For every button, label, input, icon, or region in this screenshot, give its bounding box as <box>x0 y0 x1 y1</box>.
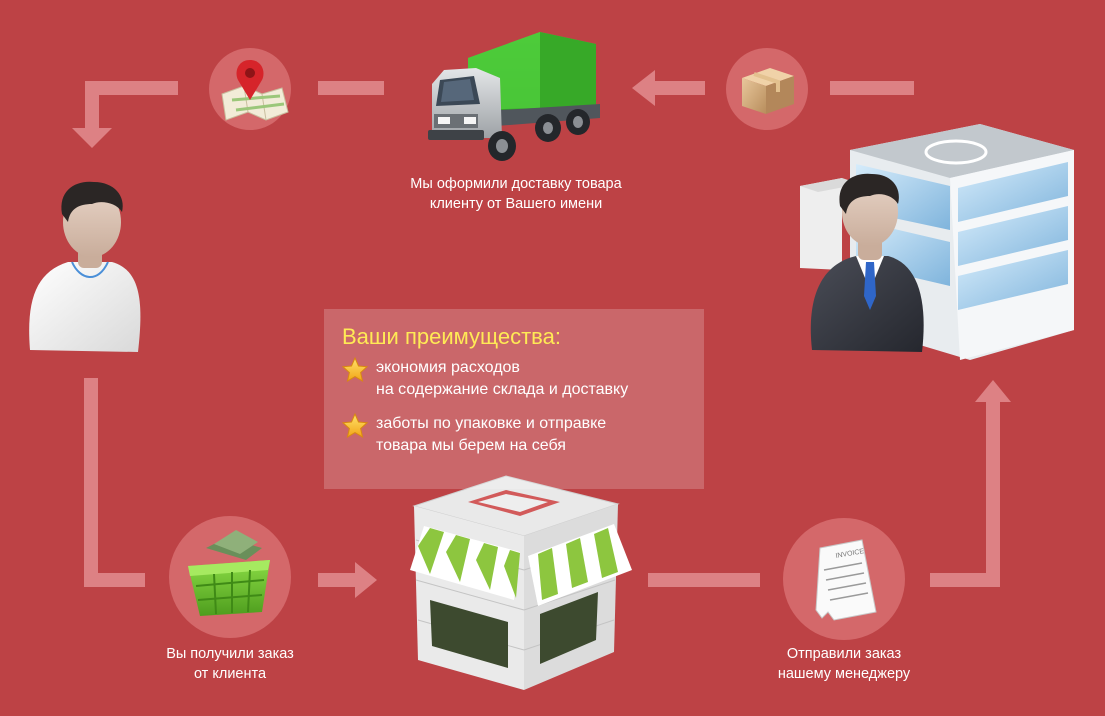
benefits-title: Ваши преимущества: <box>342 324 561 349</box>
caption-delivery-line2: клиенту от Вашего имени <box>429 196 603 212</box>
caption-received-line2: от клиента <box>193 666 267 682</box>
invoice-label: INVOICE <box>835 548 865 560</box>
star-icon <box>342 357 368 383</box>
arrow-box-to-truck <box>632 70 705 106</box>
benefits-panel: Ваши преимущества: экономия расходов на … <box>324 309 704 489</box>
line-customer-to-basket <box>84 378 145 587</box>
dash-pin-truck <box>318 81 384 95</box>
caption-sent: Отправили заказ нашему менеджеру <box>754 644 934 684</box>
invoice-icon: INVOICE <box>815 539 877 621</box>
benefit-item: заботы по упаковке и отправке товара мы … <box>342 413 686 457</box>
arrow-invoice-to-building <box>930 380 1011 587</box>
caption-sent-line1: Отправили заказ <box>786 646 902 662</box>
benefit-item: экономия расходов на содержание склада и… <box>342 357 686 401</box>
benefit-1-line1: экономия расходов <box>376 359 520 376</box>
truck-icon <box>428 32 600 161</box>
flow-arrows <box>72 70 1011 598</box>
dash-shop-invoice <box>648 573 760 587</box>
caption-delivery-line1: Мы оформили доставку товара <box>410 176 622 192</box>
box-icon <box>742 68 794 114</box>
basket-icon <box>188 530 270 616</box>
arrow-basket-to-shop <box>318 562 377 598</box>
caption-sent-line2: нашему менеджеру <box>777 666 911 682</box>
benefit-2-line2: товара мы берем на себя <box>376 437 566 454</box>
caption-delivery: Мы оформили доставку товара клиенту от В… <box>372 174 660 214</box>
benefit-2-line1: заботы по упаковке и отправке <box>376 415 607 432</box>
caption-received-line1: Вы получили заказ <box>166 646 294 662</box>
arrow-to-customer <box>72 81 178 148</box>
customer-person-icon <box>29 181 141 352</box>
manager-person-icon <box>810 173 924 352</box>
benefit-1-line2: на содержание склада и доставку <box>376 381 629 398</box>
star-icon <box>342 413 368 439</box>
shop-icon <box>410 475 632 690</box>
caption-received: Вы получили заказ от клиента <box>140 644 320 684</box>
map-pin-icon <box>221 60 289 121</box>
dash-building-box <box>830 81 914 95</box>
